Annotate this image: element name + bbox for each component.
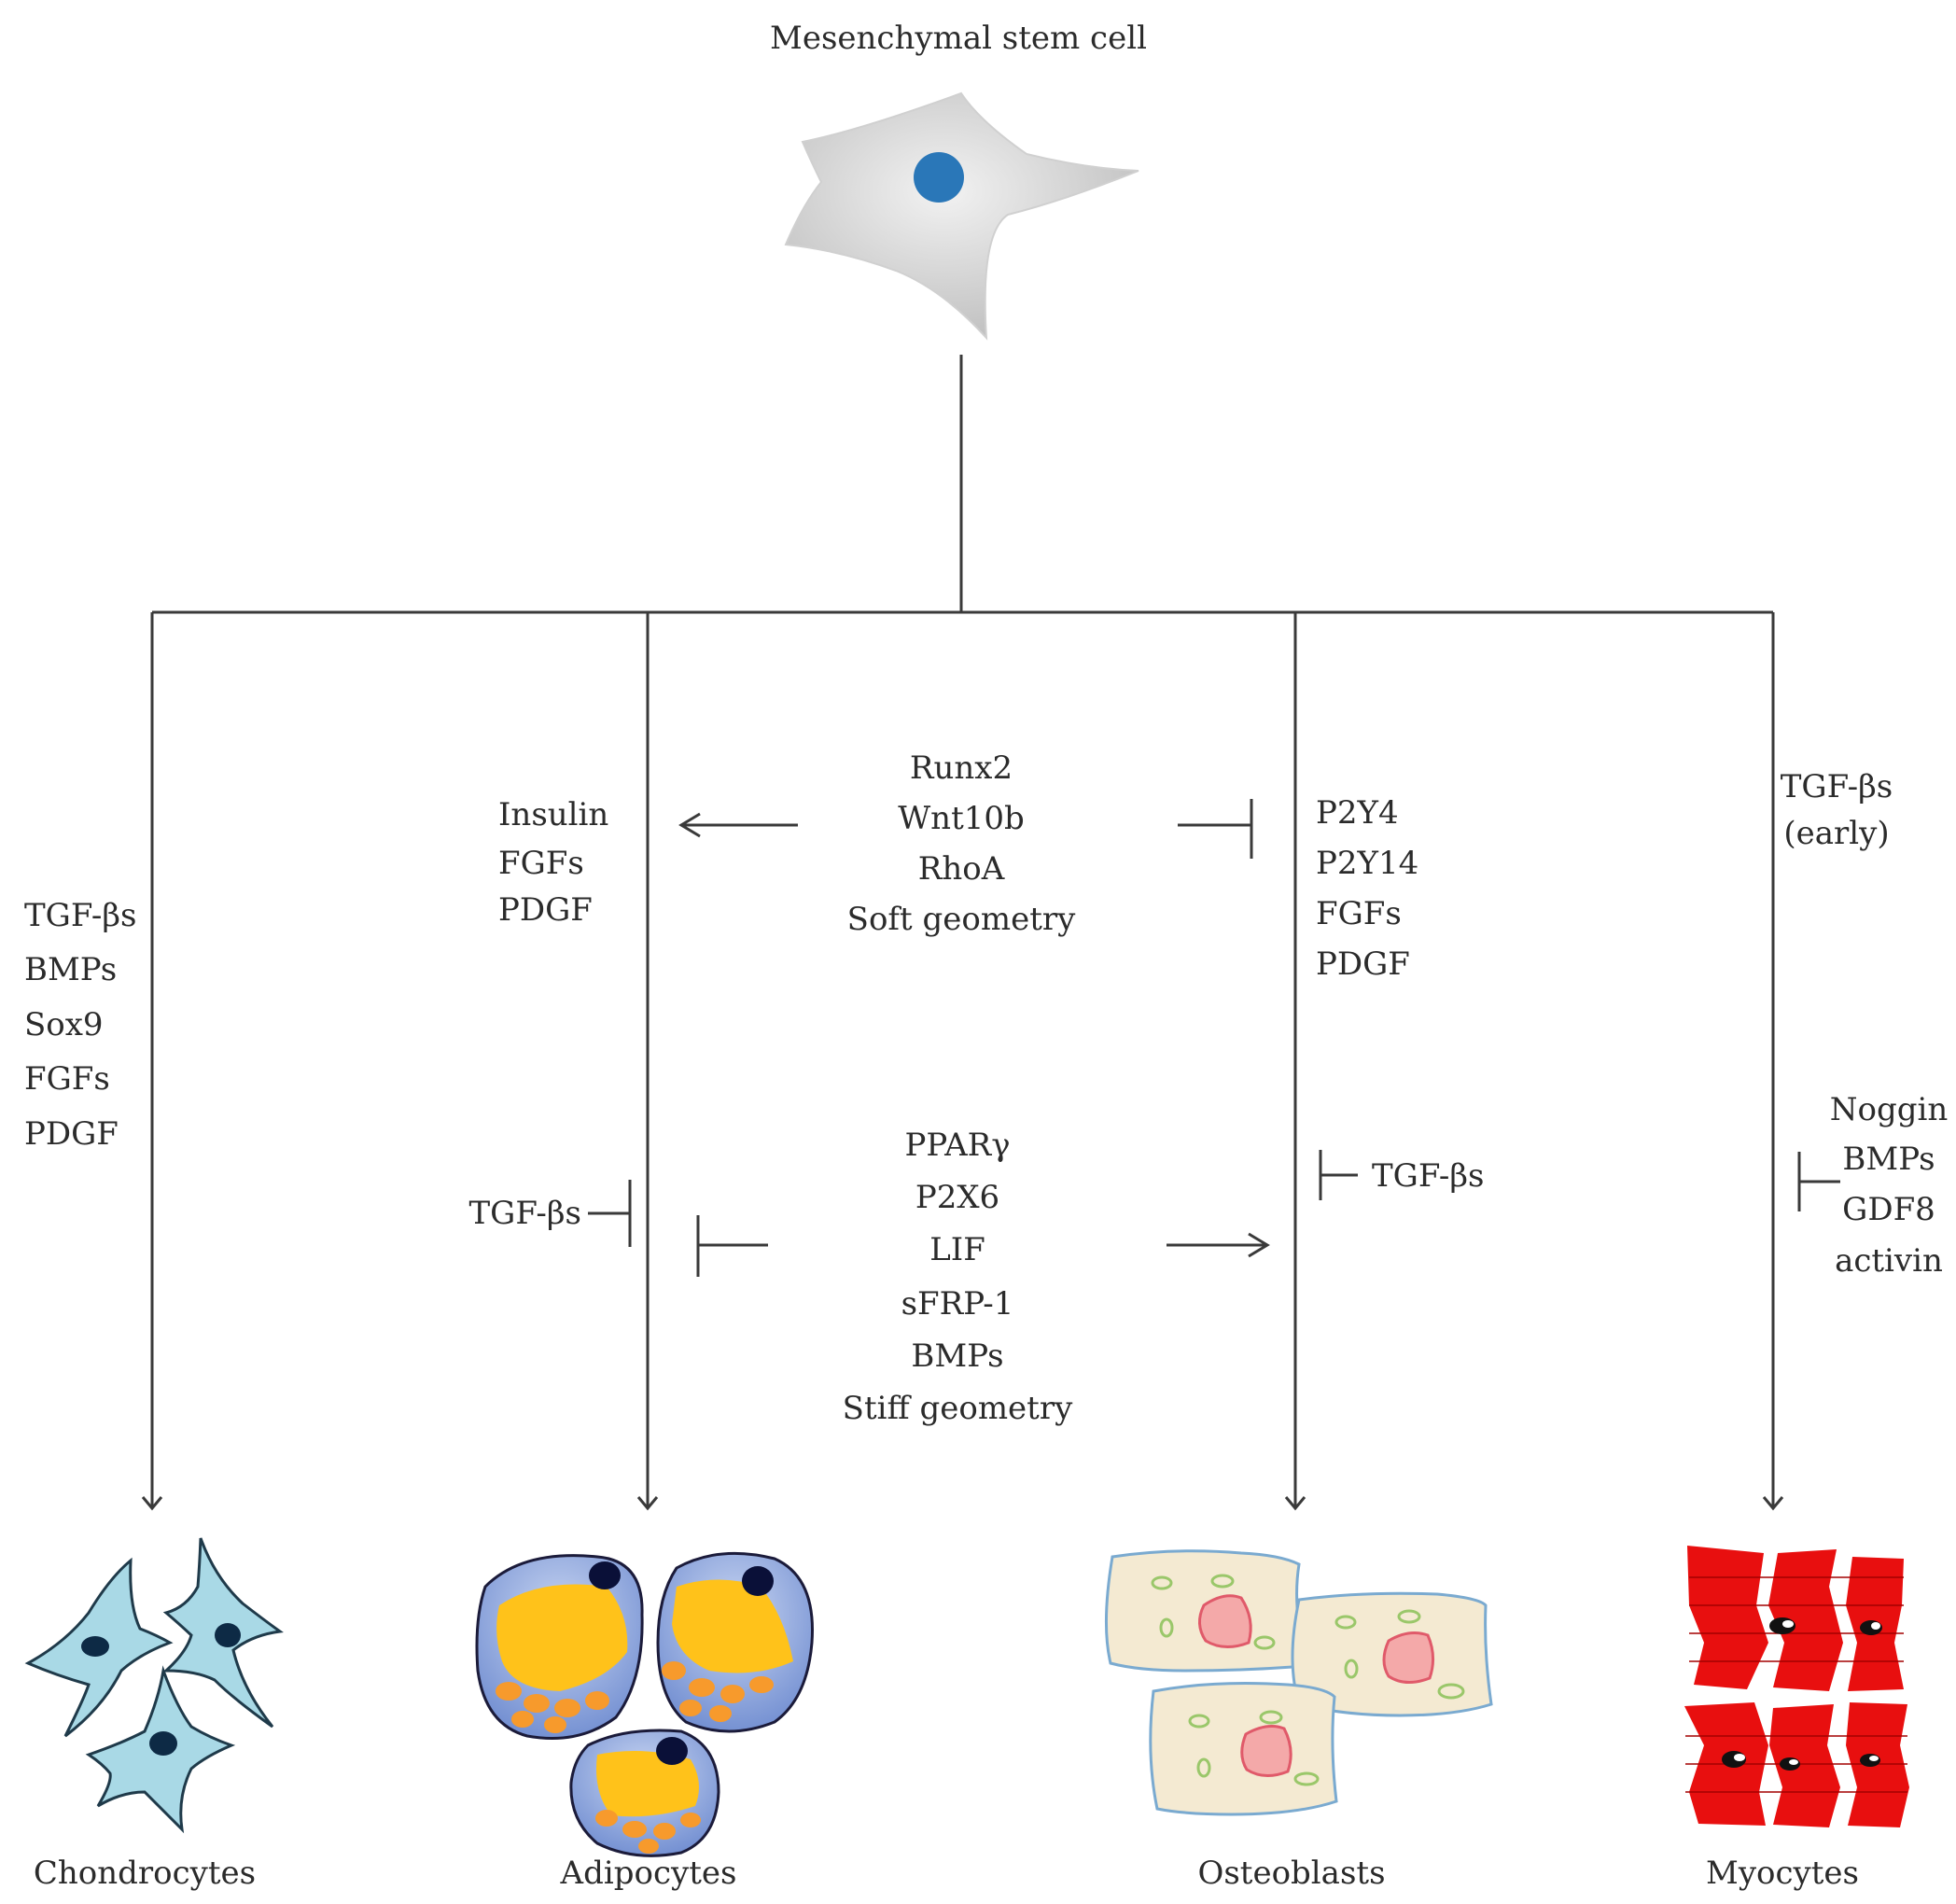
lineage-tree xyxy=(141,355,1784,1511)
lower-right-arrow xyxy=(1167,1232,1270,1258)
center-lower-1: PPARγ xyxy=(904,1127,1010,1164)
chondrocytes-icon xyxy=(24,1537,284,1834)
osteo-factor-1: P2Y4 xyxy=(1316,794,1399,832)
lower-left-inhibit xyxy=(696,1215,768,1277)
center-upper-1: Runx2 xyxy=(910,749,1013,787)
adipo-factor-2: FGFs xyxy=(498,845,584,882)
myo-inhibitor-4: activin xyxy=(1835,1242,1943,1280)
osteo-factor-4: PDGF xyxy=(1316,945,1410,983)
chondro-factor-5: PDGF xyxy=(24,1115,119,1153)
chondrocytes-label: Chondrocytes xyxy=(34,1855,256,1892)
center-lower-3: LIF xyxy=(929,1231,985,1268)
center-lower-5: BMPs xyxy=(911,1337,1003,1375)
chondro-factor-3: Sox9 xyxy=(24,1006,104,1043)
center-lower-2: P2X6 xyxy=(915,1179,999,1216)
adipocytes-label: Adipocytes xyxy=(560,1855,737,1892)
adipo-inhibitor: TGF-βs xyxy=(469,1195,582,1232)
center-upper-2: Wnt10b xyxy=(898,800,1025,837)
center-lower-6: Stiff geometry xyxy=(843,1390,1073,1427)
adipocytes-icon xyxy=(475,1551,814,1857)
myocytes-label: Myocytes xyxy=(1706,1855,1859,1892)
adipo-factor-1: Insulin xyxy=(498,796,608,833)
mesenchymal-stem-cell-icon xyxy=(784,91,1139,341)
chondro-factor-4: FGFs xyxy=(24,1060,110,1098)
upper-left-arrow xyxy=(678,812,798,838)
center-upper-3: RhoA xyxy=(918,850,1005,888)
myo-inhibitor-3: GDF8 xyxy=(1842,1191,1935,1228)
center-upper-4: Soft geometry xyxy=(847,901,1076,938)
osteoblasts-label: Osteoblasts xyxy=(1197,1855,1385,1892)
adipo-factor-3: PDGF xyxy=(498,891,593,929)
myo-factor-2: (early) xyxy=(1783,815,1889,852)
myocytes-icon xyxy=(1684,1546,1909,1827)
osteo-factor-3: FGFs xyxy=(1316,895,1402,932)
chondro-factor-1: TGF-βs xyxy=(24,897,137,934)
osteo-factor-2: P2Y14 xyxy=(1316,845,1418,882)
myo-factor-1: TGF-βs xyxy=(1781,768,1893,805)
stem-cell-title: Mesenchymal stem cell xyxy=(770,20,1147,57)
osteoblasts-icon xyxy=(1104,1549,1493,1816)
osteo-inhibit-symbol xyxy=(1319,1150,1358,1200)
chondro-factor-2: BMPs xyxy=(24,951,117,988)
myo-inhibitor-2: BMPs xyxy=(1842,1141,1935,1178)
myo-inhibitor-1: Noggin xyxy=(1830,1091,1949,1128)
myo-inhibit-symbol xyxy=(1797,1152,1840,1211)
center-lower-4: sFRP-1 xyxy=(901,1285,1014,1323)
adipo-inhibit-symbol xyxy=(588,1180,632,1247)
osteo-inhibitor: TGF-βs xyxy=(1372,1157,1485,1195)
upper-right-inhibit xyxy=(1178,799,1253,859)
